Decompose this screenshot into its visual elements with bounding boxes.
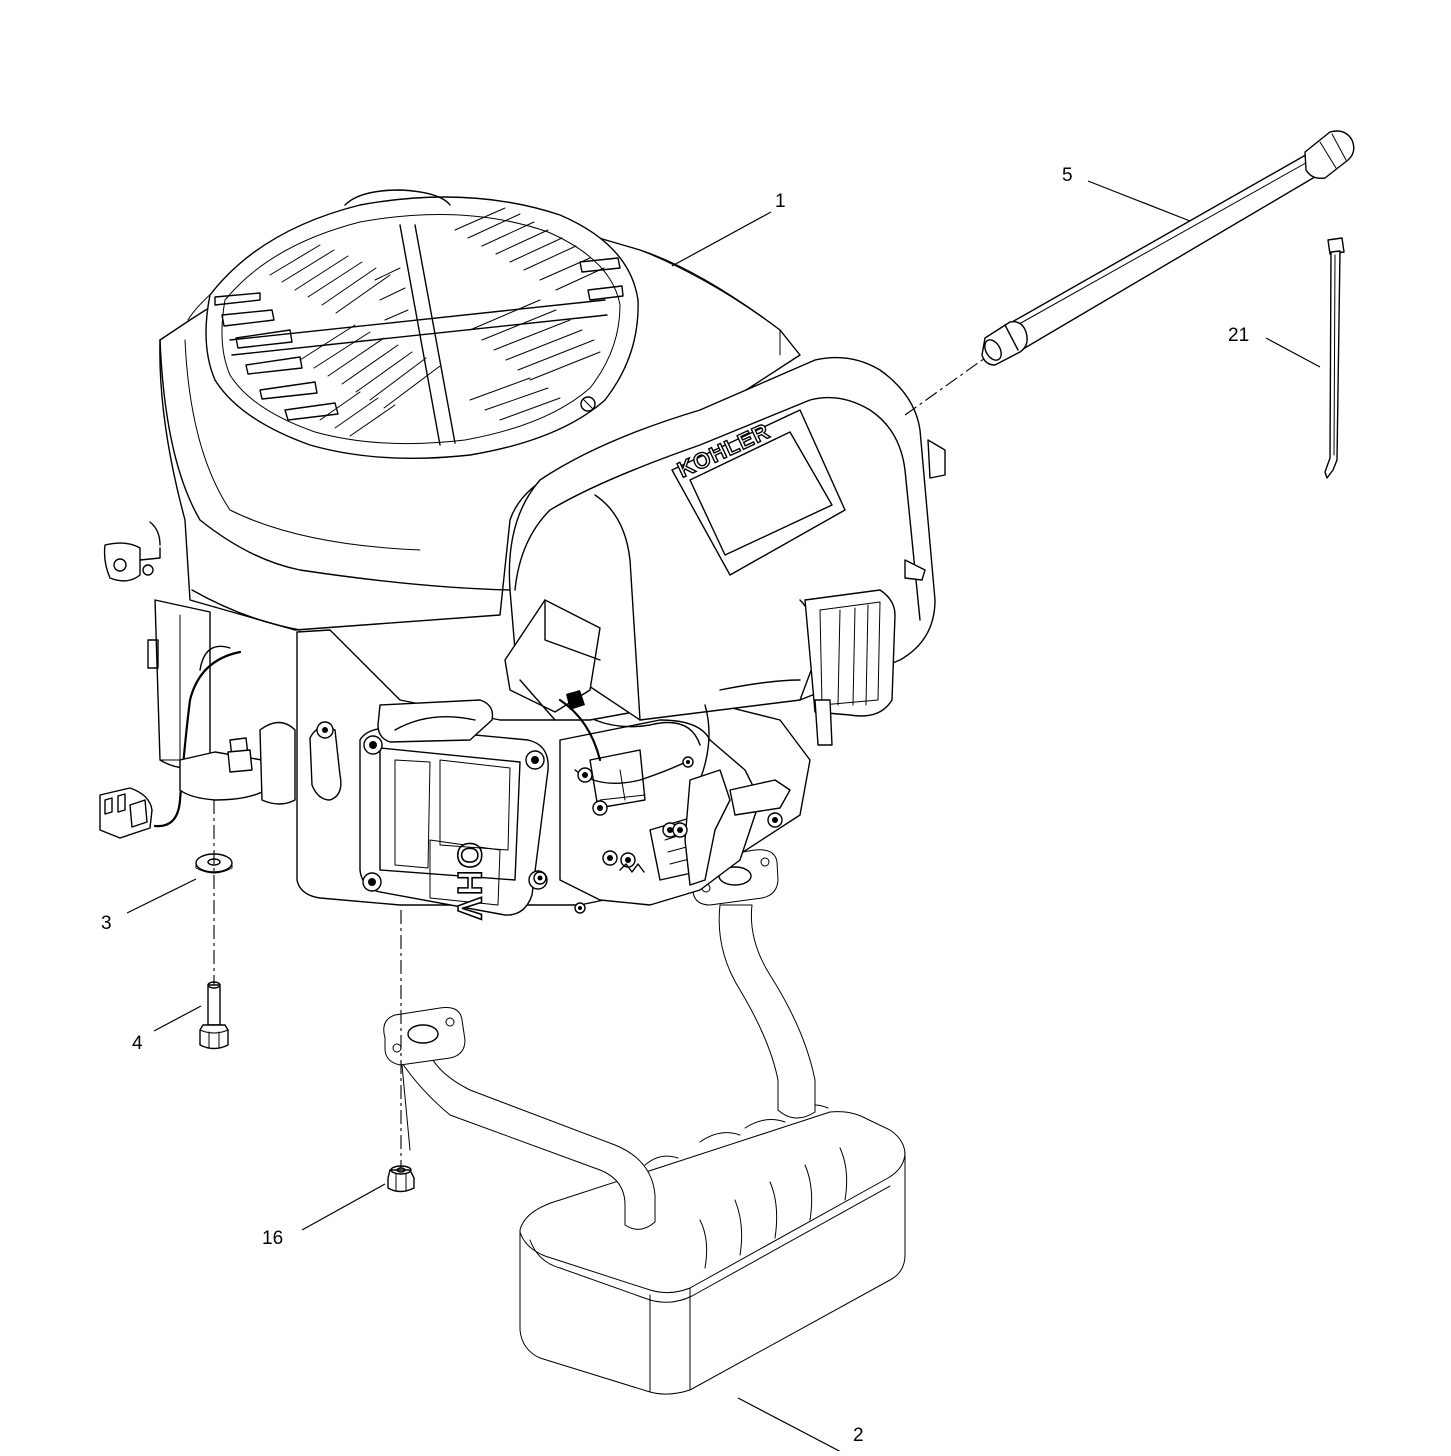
callout-21: 21 <box>1228 325 1250 346</box>
leader-lines <box>126 180 1321 1455</box>
bolt <box>199 981 229 1050</box>
callout-2: 2 <box>853 1425 864 1446</box>
centerline-dipstick <box>904 357 986 416</box>
callout-1: 1 <box>775 191 786 212</box>
callout-16: 16 <box>262 1228 284 1249</box>
valve-cover-label: OHV <box>450 842 488 922</box>
flange-nut <box>387 1165 415 1193</box>
callout-4: 4 <box>132 1033 143 1054</box>
muffler <box>383 849 906 1395</box>
callout-5: 5 <box>1062 165 1073 186</box>
cable-tie <box>1324 237 1345 479</box>
engine-assembly: KOHLER OHV <box>99 189 946 922</box>
dipstick-tube <box>981 130 1355 366</box>
callout-3: 3 <box>101 913 112 934</box>
fan-grille <box>205 189 639 460</box>
